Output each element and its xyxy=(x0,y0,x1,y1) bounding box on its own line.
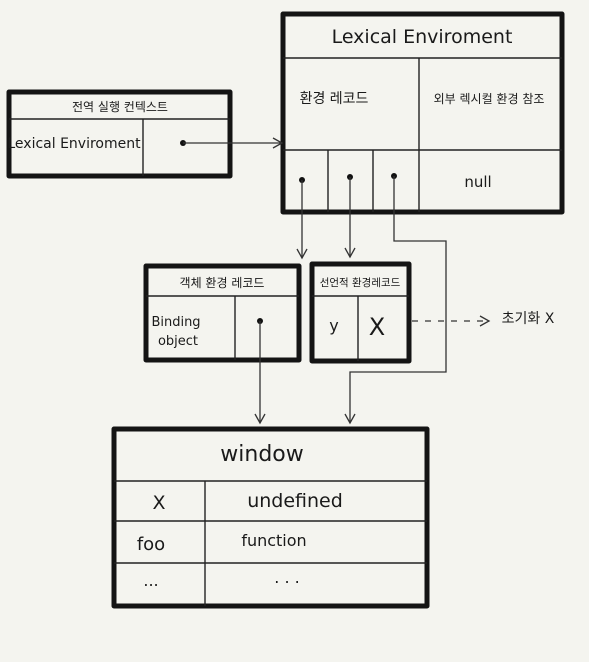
window-row-key: ... xyxy=(143,571,158,590)
global-lexical-env-label: Lexical Enviroment xyxy=(7,136,141,152)
lexical-environment-title: Lexical Enviroment xyxy=(332,26,513,48)
window-title: window xyxy=(220,442,303,467)
declarative-env-record-title: 선언적 환경레코드 xyxy=(320,276,401,289)
outer-ref-value: null xyxy=(464,173,491,191)
outer-ref-label: 외부 렉시컬 환경 참조 xyxy=(434,92,545,106)
env-record-label: 환경 레코드 xyxy=(300,91,369,107)
lexical-environment-box: Lexical Enviroment 환경 레코드 외부 렉시컬 환경 참조 n… xyxy=(280,11,565,215)
window-row-key: X xyxy=(152,492,165,514)
window-row-value: undefined xyxy=(247,490,343,512)
declarative-key-y: y xyxy=(329,316,338,335)
binding-object-label-line2: object xyxy=(158,334,198,349)
declarative-value-x: X xyxy=(369,313,385,341)
window-box: window X undefined foo function ... . . … xyxy=(111,426,430,609)
binding-object-label-line1: Binding xyxy=(151,315,200,330)
arrow-env-record-to-window xyxy=(344,176,447,425)
global-execution-context-box: 전역 실행 컨텍스트 Lexical Enviroment xyxy=(6,89,233,179)
window-row-value: function xyxy=(241,531,306,550)
object-env-record-title: 객체 환경 레코드 xyxy=(180,276,265,290)
window-row-value: . . . xyxy=(274,568,299,587)
uninitialized-note: 초기화 X xyxy=(502,311,555,327)
declarative-env-record-box: 선언적 환경레코드 y X xyxy=(309,261,412,364)
window-row-key: foo xyxy=(137,534,165,555)
global-execution-context-title: 전역 실행 컨텍스트 xyxy=(72,99,168,114)
object-env-record-box: 객체 환경 레코드 Binding object xyxy=(143,263,302,363)
